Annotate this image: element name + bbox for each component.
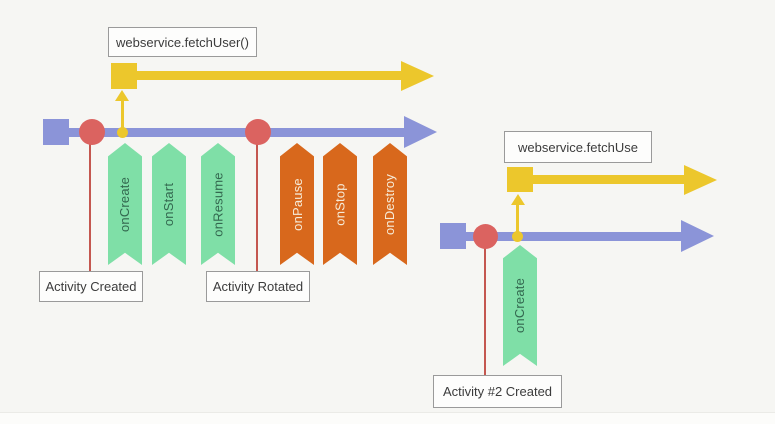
ribbon-onstop-label: onStop [332, 182, 348, 226]
webcall-up-arrowhead-icon-1 [115, 90, 129, 101]
webcall-label-1-text: webservice.fetchUser() [116, 34, 249, 50]
event-label-activity-rotated-text: Activity Rotated [212, 279, 304, 294]
webcall-origin-dot-1 [117, 127, 128, 138]
event-connector-rotated [256, 140, 258, 271]
ribbon-onpause: onPause [280, 143, 314, 265]
webcall-label-2: webservice.fetchUse [504, 131, 652, 163]
webcall-arrow-bar-1 [136, 71, 402, 80]
ribbon-onstop: onStop [323, 143, 357, 265]
webcall-label-2-text: webservice.fetchUse [518, 139, 638, 155]
webcall-arrowhead-icon-2 [684, 165, 717, 195]
event-label-activity-created: Activity Created [39, 271, 143, 302]
webcall-arrowhead-icon-1 [401, 61, 434, 91]
webcall-start-cap-1 [111, 63, 137, 89]
ribbon-onpause-label: onPause [289, 177, 305, 231]
webcall-start-cap-2 [507, 167, 533, 192]
webcall-up-arrowhead-icon-2 [511, 194, 525, 205]
event-label-activity2-created: Activity #2 Created [433, 375, 562, 408]
ribbon-oncreate-2: onCreate [503, 245, 537, 366]
ribbon-oncreate-2-label: onCreate [512, 277, 528, 334]
event-label-activity-created-text: Activity Created [45, 279, 137, 294]
event-connector-created [89, 140, 91, 271]
ribbon-ondestroy-label: onDestroy [382, 173, 398, 235]
webcall-up-stem-1 [121, 100, 124, 133]
webcall-up-stem-2 [516, 204, 519, 236]
event-marker-activity2 [473, 224, 498, 249]
ribbon-onstart: onStart [152, 143, 186, 265]
ribbon-oncreate-1-label: onCreate [117, 176, 133, 232]
ribbon-onstart-label: onStart [161, 182, 177, 226]
webcall-origin-dot-2 [512, 231, 523, 242]
ribbon-ondestroy: onDestroy [373, 143, 407, 265]
ribbon-onresume: onResume [201, 143, 235, 265]
ribbon-oncreate-1: onCreate [108, 143, 142, 265]
timeline-bar-2 [452, 232, 682, 241]
webcall-label-1: webservice.fetchUser() [108, 27, 257, 57]
event-connector-activity2 [484, 245, 486, 375]
event-marker-rotated [245, 119, 271, 145]
webcall-arrow-bar-2 [532, 175, 685, 184]
bottom-strip [0, 412, 775, 424]
timeline-bar-1 [55, 128, 405, 137]
ribbon-onresume-label: onResume [210, 171, 226, 237]
event-label-activity-rotated: Activity Rotated [206, 271, 310, 302]
timeline-arrowhead-icon-1 [404, 116, 437, 148]
event-marker-created [79, 119, 105, 145]
event-label-activity2-created-text: Activity #2 Created [442, 384, 553, 399]
timeline-arrowhead-icon-2 [681, 220, 714, 252]
